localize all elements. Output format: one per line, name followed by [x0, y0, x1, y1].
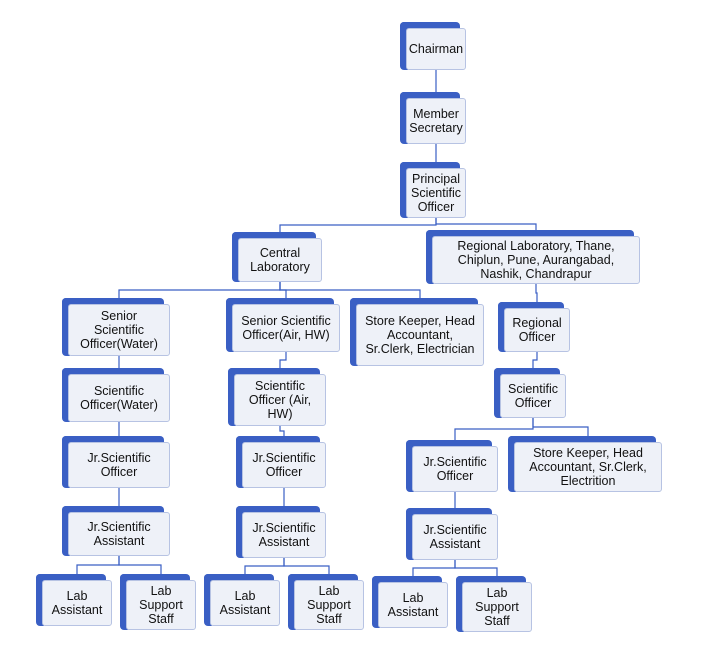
node-jr-scientific-assistant-regional: Jr.Scientific Assistant [406, 508, 498, 560]
node-store-keeper-regional: Store Keeper, Head Accountant, Sr.Clerk,… [508, 436, 662, 492]
node-label: Jr.Scientific Officer [87, 451, 151, 479]
node-label: Jr.Scientific Officer [252, 451, 316, 479]
connector-regional-officer-to-scientific-officer-regional [532, 352, 538, 368]
connector-jr-scientific-assistant-regional-to-lab-support-staff-regional [454, 560, 498, 576]
node-label: Jr.Scientific Assistant [423, 523, 487, 551]
node-label: Central Laboratory [250, 246, 310, 274]
node-label: Lab Assistant [387, 591, 439, 619]
node-store-keeper-central: Store Keeper, Head Accountant, Sr.Clerk,… [350, 298, 484, 366]
node-label: Chairman [408, 42, 464, 56]
connector-central-laboratory-to-senior-scientific-officer-water [118, 282, 281, 298]
node-scientific-officer-air-hw: Scientific Officer (Air, HW) [228, 368, 326, 426]
node-jr-scientific-officer-regional: Jr.Scientific Officer [406, 440, 498, 492]
node-lab-support-staff-regional: Lab Support Staff [456, 576, 532, 632]
node-jr-scientific-assistant-water: Jr.Scientific Assistant [62, 506, 170, 556]
node-label: Store Keeper, Head Accountant, Sr.Clerk,… [365, 314, 475, 356]
connector-central-laboratory-to-store-keeper-central [279, 282, 421, 298]
node-label: Regional Laboratory, Thane, Chiplun, Pun… [457, 239, 615, 281]
node-regional-officer: Regional Officer [498, 302, 570, 352]
connector-jr-scientific-assistant-water-to-lab-support-staff-water [118, 556, 162, 574]
node-label: Lab Support Staff [475, 586, 519, 628]
connector-jr-scientific-assistant-air-to-lab-assistant-air [244, 558, 285, 574]
connector-jr-scientific-assistant-water-to-lab-assistant-water [76, 556, 120, 574]
node-lab-support-staff-water: Lab Support Staff [120, 574, 196, 630]
node-regional-laboratory: Regional Laboratory, Thane, Chiplun, Pun… [426, 230, 640, 284]
node-lab-support-staff-air: Lab Support Staff [288, 574, 364, 630]
connector-principal-scientific-officer-to-regional-laboratory [435, 218, 537, 230]
connector-jr-scientific-assistant-air-to-lab-support-staff-air [283, 558, 330, 574]
node-central-laboratory: Central Laboratory [232, 232, 322, 282]
node-label: Jr.Scientific Assistant [87, 520, 151, 548]
node-label: Scientific Officer (Air, HW) [248, 379, 312, 421]
node-label: Scientific Officer [507, 382, 559, 410]
node-jr-scientific-assistant-air: Jr.Scientific Assistant [236, 506, 326, 558]
connector-senior-scientific-officer-air-hw-to-scientific-officer-air-hw [279, 352, 287, 368]
node-chairman: Chairman [400, 22, 466, 70]
node-label: Lab Assistant [51, 589, 103, 617]
node-label: Lab Support Staff [307, 584, 351, 626]
node-label: Senior Scientific Officer(Air, HW) [241, 314, 331, 342]
node-jr-scientific-officer-air: Jr.Scientific Officer [236, 436, 326, 488]
node-label: Store Keeper, Head Accountant, Sr.Clerk,… [529, 446, 647, 488]
node-label: Senior Scientific Officer(Water) [80, 309, 158, 351]
node-lab-assistant-regional: Lab Assistant [372, 576, 448, 628]
node-label: Scientific Officer(Water) [80, 384, 158, 412]
connector-scientific-officer-regional-to-store-keeper-regional [532, 418, 589, 436]
node-senior-scientific-officer-air-hw: Senior Scientific Officer(Air, HW) [226, 298, 340, 352]
connector-regional-laboratory-to-regional-officer [535, 284, 538, 302]
node-member-secretary: Member Secretary [400, 92, 466, 144]
node-jr-scientific-officer-water: Jr.Scientific Officer [62, 436, 170, 488]
node-label: Lab Assistant [219, 589, 271, 617]
node-label: Jr.Scientific Officer [423, 455, 487, 483]
connector-principal-scientific-officer-to-central-laboratory [279, 218, 437, 232]
node-senior-scientific-officer-water: Senior Scientific Officer(Water) [62, 298, 170, 356]
node-scientific-officer-water: Scientific Officer(Water) [62, 368, 170, 422]
node-label: Jr.Scientific Assistant [252, 521, 316, 549]
node-label: Principal Scientific Officer [410, 172, 462, 214]
node-lab-assistant-water: Lab Assistant [36, 574, 112, 626]
node-principal-scientific-officer: Principal Scientific Officer [400, 162, 466, 218]
node-label: Regional Officer [512, 316, 562, 344]
connector-scientific-officer-air-hw-to-jr-scientific-officer-air [279, 426, 285, 436]
connector-jr-scientific-assistant-regional-to-lab-assistant-regional [412, 560, 456, 576]
node-label: Lab Support Staff [139, 584, 183, 626]
node-scientific-officer-regional: Scientific Officer [494, 368, 566, 418]
node-lab-assistant-air: Lab Assistant [204, 574, 280, 626]
node-label: Member Secretary [409, 107, 463, 135]
